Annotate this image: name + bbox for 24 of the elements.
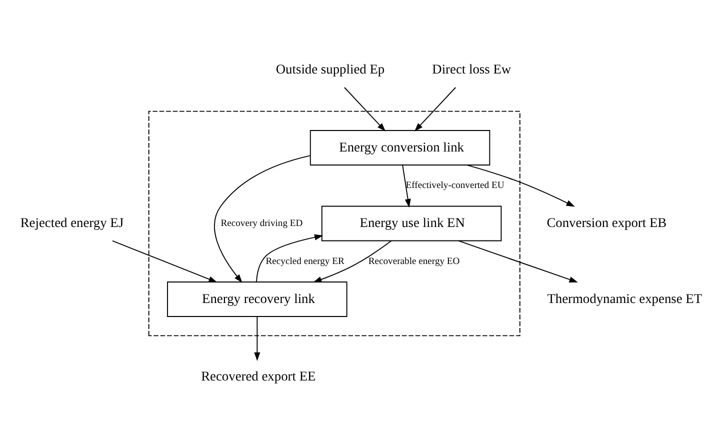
node-text: Conversion export EB [546,214,667,230]
arrow [256,234,324,282]
node-text: Direct loss Ew [432,61,512,76]
arrow [458,240,578,282]
arrow [112,240,218,282]
arrow [414,86,456,131]
node-box: Energy conversion link [310,130,490,165]
edge-label: Effectively-converted EU [406,180,504,191]
node-box: Energy use link EN [321,205,502,241]
node-text: Thermodynamic expense ET [547,290,702,306]
cluster [148,110,520,336]
node-box: Energy recovery link [167,281,348,316]
node-text: Rejected energy EJ [20,214,124,230]
arrow [214,154,310,282]
edge-label: Recycled energy ER [266,255,344,266]
arrow [254,316,260,360]
arrow [466,164,575,206]
edge-label: Recovery driving ED [220,217,303,228]
arrow [313,240,392,282]
edge-label: Recoverable energy EO [368,255,460,266]
node-text: Outside supplied Ep [276,61,385,76]
arrow [344,86,386,131]
node-text: Recovered export EE [201,368,316,383]
arrow [402,164,411,208]
